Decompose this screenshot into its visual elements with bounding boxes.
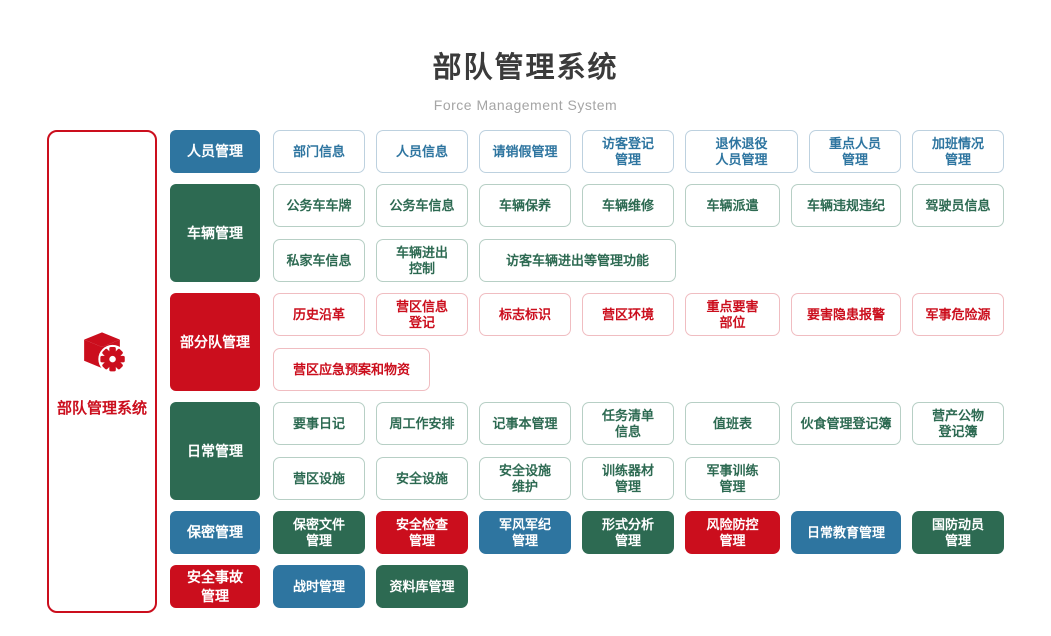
root-system-label: 部队管理系统 <box>56 400 147 417</box>
module-item: 营区信息 登记 <box>376 293 468 336</box>
section-daily: 日常管理 要事日记 周工作安排 记事本管理 任务清单 信息 值班表 伙食管理登记… <box>170 402 1004 500</box>
module-item: 记事本管理 <box>479 402 571 445</box>
module-item: 任务清单 信息 <box>582 402 674 445</box>
section-header-subunit: 部分队管理 <box>170 293 260 391</box>
module-tile: 日常教育管理 <box>791 511 901 554</box>
module-item: 请销假管理 <box>479 130 571 173</box>
module-item: 安全设施 <box>376 457 468 500</box>
module-item: 历史沿革 <box>273 293 365 336</box>
section-header-secrecy: 保密管理 <box>170 511 260 554</box>
module-item: 公务车车牌 <box>273 184 365 227</box>
diagram-body: 部队管理系统 人员管理 部门信息 人员信息 请销假管理 访客登记 管理 退休退役… <box>47 130 1004 613</box>
module-item: 车辆违规违纪 <box>791 184 901 227</box>
cube-gear-icon <box>76 325 128 382</box>
module-item: 加班情况 管理 <box>912 130 1004 173</box>
module-item: 退休退役 人员管理 <box>685 130 798 173</box>
section-header-accident: 安全事故 管理 <box>170 565 260 608</box>
sections-column: 人员管理 部门信息 人员信息 请销假管理 访客登记 管理 退休退役 人员管理 重… <box>170 130 1004 613</box>
module-item: 营区设施 <box>273 457 365 500</box>
module-item: 私家车信息 <box>273 239 365 282</box>
page-title: 部队管理系统 <box>432 52 619 84</box>
module-item: 周工作安排 <box>376 402 468 445</box>
section-header-personnel: 人员管理 <box>170 130 260 173</box>
module-item: 伙食管理登记簿 <box>791 402 901 445</box>
section-subunit: 部分队管理 历史沿革 营区信息 登记 标志标识 营区环境 重点要害 部位 要害隐… <box>170 293 1004 391</box>
diagram-header: 部队管理系统 Force Management System <box>0 44 1051 113</box>
module-item: 重点要害 部位 <box>685 293 780 336</box>
module-item: 访客车辆进出等管理功能 <box>479 239 676 282</box>
section-header-vehicle: 车辆管理 <box>170 184 260 282</box>
module-tile: 保密文件 管理 <box>273 511 365 554</box>
module-item: 标志标识 <box>479 293 571 336</box>
section-accident: 安全事故 管理 战时管理 资料库管理 <box>170 565 1004 608</box>
module-item: 营区环境 <box>582 293 674 336</box>
module-item: 值班表 <box>685 402 780 445</box>
module-item: 车辆保养 <box>479 184 571 227</box>
module-tile: 安全检查 管理 <box>376 511 468 554</box>
module-item: 车辆进出 控制 <box>376 239 468 282</box>
section-vehicle: 车辆管理 公务车车牌 公务车信息 车辆保养 车辆维修 车辆派遣 车辆违规违纪 驾… <box>170 184 1004 282</box>
module-item: 军事危险源 <box>912 293 1004 336</box>
module-item: 车辆派遣 <box>685 184 780 227</box>
root-system-panel: 部队管理系统 <box>47 130 157 613</box>
module-tile: 资料库管理 <box>376 565 468 608</box>
module-item: 重点人员 管理 <box>809 130 901 173</box>
module-item: 安全设施 维护 <box>479 457 571 500</box>
page-subtitle: Force Management System <box>433 97 618 113</box>
module-item: 部门信息 <box>273 130 365 173</box>
module-item: 公务车信息 <box>376 184 468 227</box>
module-tile: 战时管理 <box>273 565 365 608</box>
section-personnel: 人员管理 部门信息 人员信息 请销假管理 访客登记 管理 退休退役 人员管理 重… <box>170 130 1004 173</box>
module-item: 访客登记 管理 <box>582 130 674 173</box>
section-secrecy: 保密管理 保密文件 管理 安全检查 管理 军风军纪 管理 形式分析 管理 风险防… <box>170 511 1004 554</box>
module-item: 车辆维修 <box>582 184 674 227</box>
module-tile: 形式分析 管理 <box>582 511 674 554</box>
module-item: 训练器材 管理 <box>582 457 674 500</box>
module-item: 营产公物 登记簿 <box>912 402 1004 445</box>
module-tile: 风险防控 管理 <box>685 511 780 554</box>
section-header-daily: 日常管理 <box>170 402 260 500</box>
module-tile: 国防动员 管理 <box>912 511 1004 554</box>
module-item: 要事日记 <box>273 402 365 445</box>
module-item: 驾驶员信息 <box>912 184 1004 227</box>
module-item: 军事训练 管理 <box>685 457 780 500</box>
module-item: 人员信息 <box>376 130 468 173</box>
module-item: 营区应急预案和物资 <box>273 348 430 391</box>
module-tile: 军风军纪 管理 <box>479 511 571 554</box>
module-item: 要害隐患报警 <box>791 293 901 336</box>
